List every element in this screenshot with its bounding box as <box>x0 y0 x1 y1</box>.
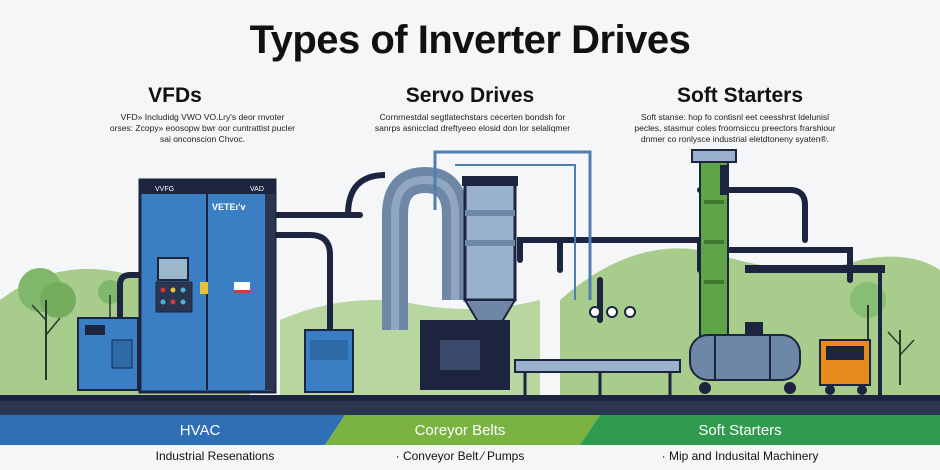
tree-small <box>98 280 122 320</box>
category-band-strip <box>0 415 940 445</box>
vfd-cabinet-badge: VETEı’v <box>212 202 246 212</box>
description-line: orses: Zcopy» eoosopw bwr oor cuntrattis… <box>109 123 296 133</box>
band-conveyor-bg <box>325 415 600 445</box>
page-title: Types of Inverter Drives <box>249 18 691 62</box>
conveyor-belt <box>514 359 681 373</box>
motor-drive-unit <box>304 329 354 393</box>
band-soft-starters: Soft Starters <box>698 421 782 439</box>
orange-cart <box>819 339 871 395</box>
description-line: dnmer co ronlysce industrial eletdtoneny… <box>640 134 830 144</box>
description-soft-starters: Soft stanse: hop fo contisnl eet ceesshr… <box>625 112 845 145</box>
description-line: Cornrnestdal segtlatechstars cecerten bo… <box>379 112 566 122</box>
description-line: Soft stanse: hop fo contisnl eet ceesshr… <box>640 112 830 122</box>
vfd-cabinet-top-label: VVFG <box>155 186 174 193</box>
vfd-keypad <box>155 281 193 313</box>
description-line: sai onconscion Chvoc. <box>159 134 246 144</box>
vfd-cabinet-top-right: VAD <box>250 186 264 193</box>
soft-starter-frame <box>745 265 885 273</box>
band-conveyor-belts: Coreyor Belts <box>414 421 506 439</box>
bottom-label-conveyor: · Conveyor Belt ⁄ Pumps <box>395 449 525 463</box>
description-line: VFD» Includidg VWO VO.Lry's deor rnvoter <box>120 112 285 122</box>
ground-line <box>0 395 940 401</box>
vfd-display-panel <box>157 257 189 281</box>
description-line: pecles, stasmur coles froomsiccu preecto… <box>634 123 836 133</box>
description-line: sanrps asnicclad dreftyeeo elosid don lo… <box>374 123 571 133</box>
tree-left <box>18 268 76 380</box>
tree-right-b <box>887 330 915 385</box>
band-hvac-bg <box>0 415 345 445</box>
valve-cluster <box>589 306 636 318</box>
bottom-label-machinery: · Mip and Indusital Machinery <box>661 449 819 463</box>
tank-machine <box>689 322 801 394</box>
heading-vfds: VFDs <box>148 84 202 107</box>
heading-soft-starters: Soft Starters <box>676 84 804 107</box>
band-soft-starters-bg <box>580 415 940 445</box>
servo-pipe-light <box>433 150 592 300</box>
bottom-label-hvac: Industrial Resenations <box>155 449 275 463</box>
band-hvac: HVAC <box>179 421 221 439</box>
heading-servo-drives: Servo Drives <box>405 84 535 107</box>
description-vfds: VFD» Includidg VWO VO.Lry's deor rnvoter… <box>95 112 310 145</box>
description-servo-drives: Cornrnestdal segtlatechstars cecerten bo… <box>360 112 585 134</box>
